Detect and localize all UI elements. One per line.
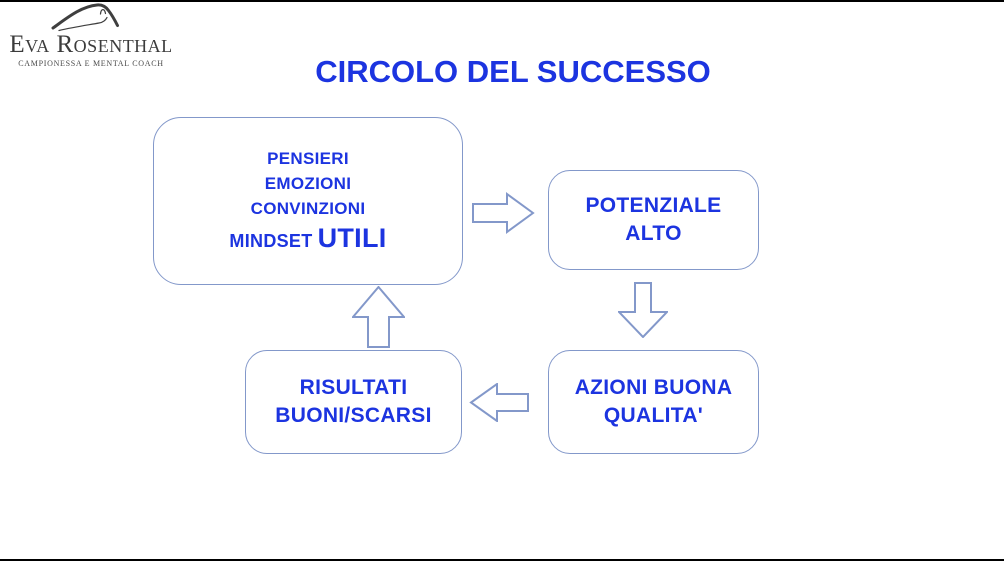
- horse-logo-icon: [51, 3, 119, 32]
- box-line: PENSIERI: [267, 148, 349, 168]
- slide-top-border: [0, 0, 1004, 2]
- box-line: ALTO: [625, 222, 682, 245]
- logo: Eva Rosenthal CAMPIONESSA E MENTAL COACH: [6, 2, 176, 68]
- box-line: CONVINZIONI: [250, 198, 366, 218]
- box-line-small-text: MINDSET: [229, 230, 313, 251]
- box-potenziale-alto: POTENZIALE ALTO: [548, 170, 759, 270]
- box-line: MINDSET UTILI: [229, 223, 386, 257]
- arrow-right-icon: [472, 192, 535, 234]
- logo-name: Eva Rosenthal: [9, 31, 173, 58]
- logo-tagline: CAMPIONESSA E MENTAL COACH: [18, 59, 164, 68]
- arrow-up-icon: [352, 286, 405, 348]
- page-title: CIRCOLO DEL SUCCESSO: [315, 54, 711, 89]
- box-line: BUONI/SCARSI: [275, 404, 432, 427]
- box-risultati-buoni-scarsi: RISULTATI BUONI/SCARSI: [245, 350, 462, 454]
- arrow-down-icon: [618, 282, 668, 338]
- box-line: EMOZIONI: [264, 173, 352, 193]
- arrow-left-icon: [469, 383, 529, 422]
- box-mindset-utili: PENSIERI EMOZIONI CONVINZIONI MINDSET UT…: [153, 117, 463, 285]
- box-line-large-text: UTILI: [317, 222, 387, 253]
- box-line: RISULTATI: [299, 376, 408, 399]
- box-line: QUALITA': [603, 404, 704, 427]
- box-line: AZIONI BUONA: [574, 376, 733, 399]
- box-line: POTENZIALE: [585, 194, 722, 217]
- slide-bottom-border: [0, 559, 1004, 561]
- box-azioni-buona-qualita: AZIONI BUONA QUALITA': [548, 350, 759, 454]
